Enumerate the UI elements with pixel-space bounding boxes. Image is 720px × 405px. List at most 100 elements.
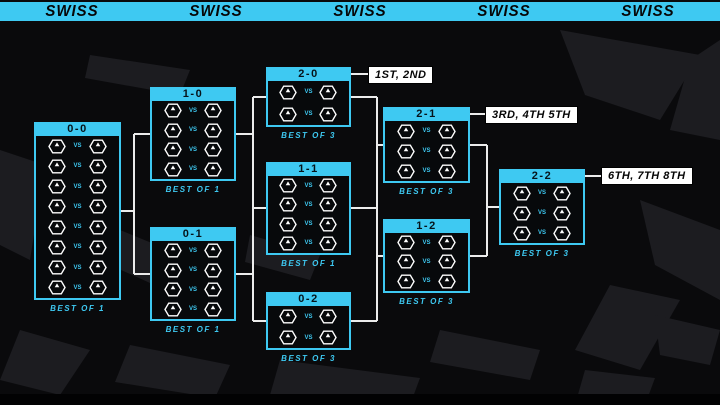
team-hexagon-icon [89,260,107,275]
team-hexagon-icon [438,164,456,179]
match-row: VS [36,179,119,194]
team-hexagon-icon [397,144,415,159]
record-label: 0-2 [266,292,351,306]
team-hexagon-icon [163,123,182,138]
match-row: VS [268,309,349,324]
banner-word: SWISS [189,2,243,21]
team-hexagon-icon [163,302,182,317]
team-hexagon-icon [48,199,66,214]
vs-label: VS [188,166,197,173]
team-hexagon-icon [89,240,107,255]
match-row: VS [152,103,234,118]
match-list: VS VS VS [383,233,470,293]
match-row: VS [268,217,349,232]
team-hexagon-icon [512,226,531,241]
team-hexagon-icon [279,330,298,345]
format-label: BEST OF 1 [165,325,221,334]
match-row: VS [268,85,349,100]
team-hexagon-icon [204,142,223,157]
record-label: 2-1 [383,107,470,121]
vs-label: VS [73,264,82,271]
vs-label: VS [304,334,313,341]
banner-word: SWISS [333,2,387,21]
match-row: VS [36,139,119,154]
team-hexagon-icon [319,309,338,324]
vs-label: VS [304,313,313,320]
swiss-banner: SWISS SWISS SWISS SWISS SWISS [0,2,720,21]
vs-label: VS [73,284,82,291]
team-hexagon-icon [512,206,531,221]
team-hexagon-icon [163,142,182,157]
team-hexagon-icon [204,103,223,118]
banner-word: SWISS [621,2,675,21]
vs-label: VS [73,163,82,170]
match-row: VS [385,235,468,250]
match-row: VS [36,159,119,174]
team-hexagon-icon [48,280,66,295]
match-row: VS [385,274,468,289]
record-label: 0-1 [150,227,236,241]
match-row: VS [501,186,583,201]
bracket-0-2[interactable]: 0-2 VS VS BEST OF 3 [266,292,351,363]
match-row: VS [152,142,234,157]
vs-label: VS [422,239,431,246]
team-hexagon-icon [553,186,572,201]
vs-label: VS [537,210,546,216]
record-label: 2-2 [499,169,585,183]
team-hexagon-icon [279,85,298,100]
team-hexagon-icon [553,206,572,221]
team-hexagon-icon [319,217,338,232]
team-hexagon-icon [163,282,182,297]
format-label: BEST OF 1 [50,304,105,313]
match-row: VS [385,144,468,159]
vs-label: VS [188,286,197,293]
team-hexagon-icon [279,217,298,232]
team-hexagon-icon [204,123,223,138]
vs-label: VS [188,107,197,114]
team-hexagon-icon [512,186,531,201]
match-row: VS [385,254,468,269]
team-hexagon-icon [89,139,107,154]
match-row: VS [36,199,119,214]
team-hexagon-icon [279,236,298,251]
team-hexagon-icon [319,236,338,251]
team-hexagon-icon [48,179,66,194]
format-label: BEST OF 3 [281,354,336,363]
match-row: VS [36,220,119,235]
team-hexagon-icon [553,226,572,241]
banner-word: SWISS [45,2,99,21]
format-label: BEST OF 1 [281,259,336,268]
match-row: VS [36,280,119,295]
vs-label: VS [304,221,313,228]
vs-label: VS [304,240,313,247]
format-label: BEST OF 3 [399,187,454,196]
team-hexagon-icon [438,254,456,269]
vs-label: VS [73,244,82,251]
match-row: VS [152,282,234,297]
team-hexagon-icon [438,124,456,139]
vs-label: VS [422,168,431,174]
team-hexagon-icon [397,124,415,139]
team-hexagon-icon [48,240,66,255]
match-row: VS [36,240,119,255]
match-row: VS [268,107,349,122]
vs-label: VS [304,111,313,117]
team-hexagon-icon [48,139,66,154]
vs-label: VS [188,247,197,254]
team-hexagon-icon [438,274,456,289]
vs-label: VS [188,127,197,134]
team-hexagon-icon [89,220,107,235]
team-hexagon-icon [204,302,223,317]
match-list: VS VS [266,81,351,127]
team-hexagon-icon [204,162,223,177]
match-row: VS [152,123,234,138]
